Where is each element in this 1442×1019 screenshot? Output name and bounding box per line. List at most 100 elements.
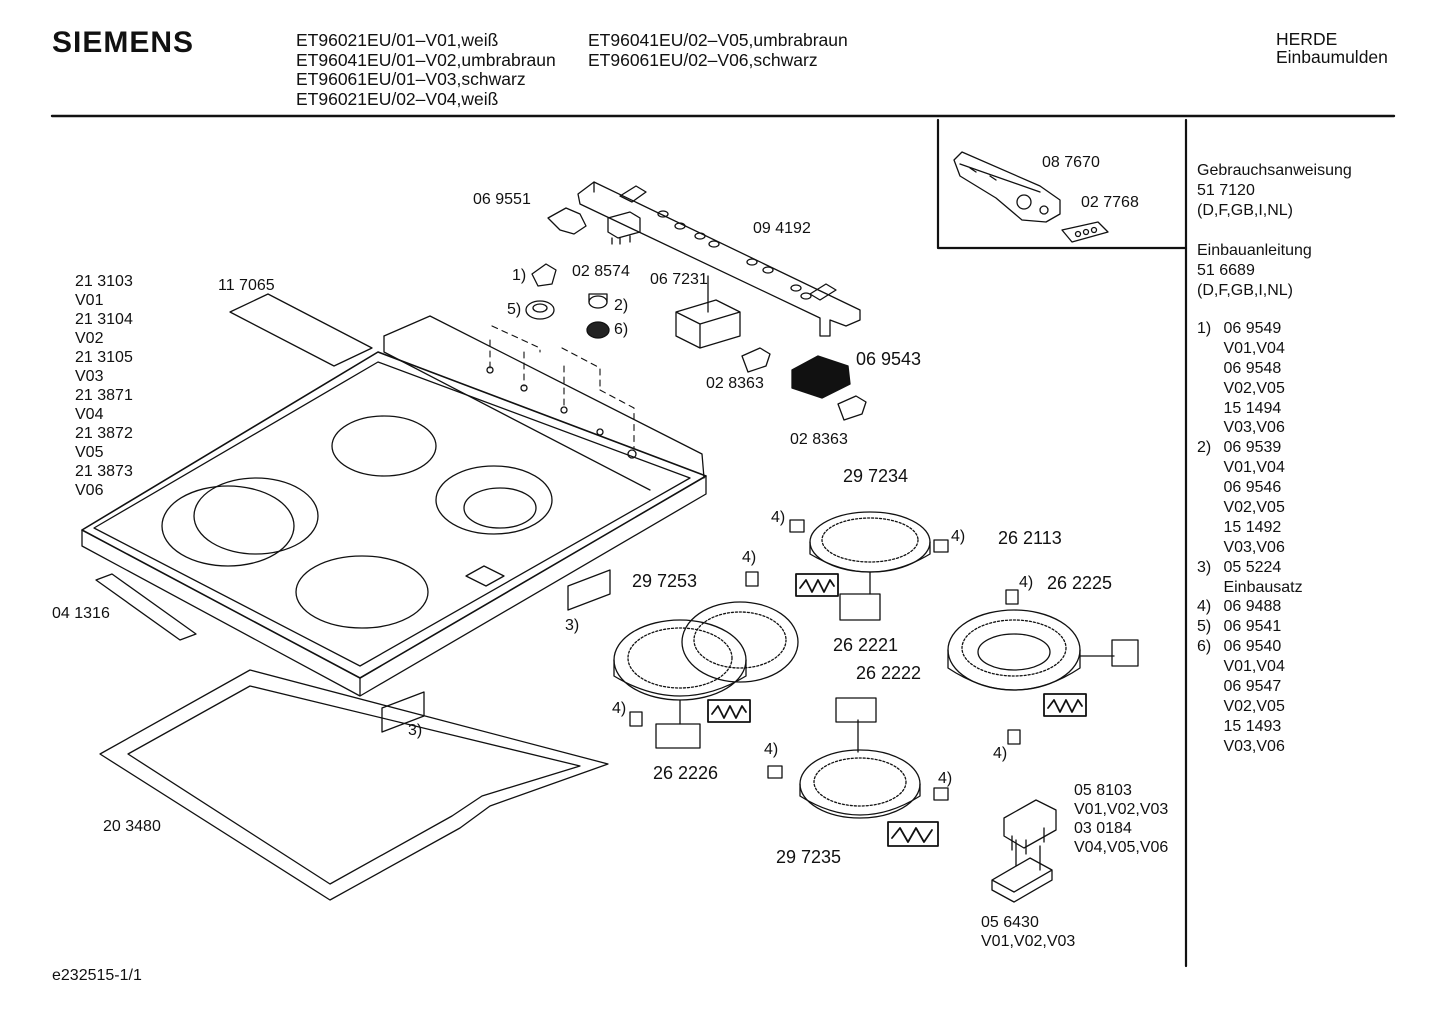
part-262221-drawing [839, 593, 881, 621]
footnote-row: 2) 06 9539 [1197, 438, 1303, 458]
heater-297235-drawing [799, 719, 921, 819]
part-label-203480: 20 3480 [103, 818, 161, 835]
part-label-262221: 26 2221 [833, 635, 899, 655]
part-label-297235: 29 7235 [776, 847, 842, 867]
part-067231-drawing [675, 275, 741, 349]
footnote-row: V02,V05 [1197, 697, 1303, 717]
footnote-value: V01,V04 [1223, 658, 1285, 676]
part-label-117065: 11 7065 [218, 277, 275, 294]
footnote-row: Einbausatz [1197, 578, 1303, 598]
part-262225-drawing [1111, 639, 1139, 667]
footnote-row: 15 1492 [1197, 518, 1303, 538]
part-028574-drawing [607, 211, 641, 245]
part-056430-no: 05 6430 [981, 914, 1039, 931]
part-label-297253: 29 7253 [632, 571, 698, 591]
footnote-row: V01,V04 [1197, 458, 1303, 478]
footnote-row: 6) 06 9540 [1197, 637, 1303, 657]
clip-4-symbols [629, 519, 1021, 801]
part-058103-variants: V01,V02,V03 [1074, 801, 1169, 818]
manual-languages: (D,F,GB,I,NL) [1197, 202, 1294, 219]
callout-4e: 4) [612, 700, 627, 717]
part-label-262113: 26 2113 [998, 528, 1062, 548]
callout-6: 6) [614, 321, 629, 338]
footnote-key: 5) [1197, 618, 1212, 636]
part-label-262225: 26 2225 [1047, 573, 1113, 593]
model-item: ET96021EU/01–V01,weiß [296, 30, 499, 50]
part-label-094192: 09 4192 [753, 220, 811, 237]
brand-logo: SIEMENS [52, 26, 195, 59]
footnote-row: 5) 06 9541 [1197, 617, 1303, 637]
callout-4h: 4) [938, 770, 953, 787]
footnote-value: 06 9547 [1223, 678, 1282, 696]
callout-4a: 4) [771, 509, 786, 526]
callout-4b: 4) [951, 528, 966, 545]
callout-4g: 4) [764, 741, 779, 758]
footnote-value: V02,V05 [1223, 499, 1285, 517]
footnote-value: Einbausatz [1223, 578, 1303, 596]
footnote-row: 1) 06 9549 [1197, 319, 1303, 339]
part-069543-drawing [791, 355, 851, 399]
variant-item: V03 [75, 368, 104, 385]
callout-3a: 3) [565, 617, 580, 634]
footnote-value: 06 9488 [1223, 598, 1282, 616]
footnote-row: 3) 05 5224 [1197, 558, 1303, 578]
footnote-value: 05 5224 [1223, 558, 1282, 576]
footnote-value: 06 9546 [1223, 479, 1282, 497]
cooktop-variant-list: 21 3103 V01 21 3104 V02 21 3105 V03 21 3… [75, 272, 133, 500]
part-label-058103: 05 8103 V01,V02,V03 03 0184 V04,V05,V06 [1074, 781, 1168, 857]
heater-262113-drawing [947, 609, 1115, 691]
part-058103-drawing [1003, 799, 1057, 855]
variant-item: 21 3872 [75, 425, 133, 442]
inset-box [936, 118, 1188, 250]
footnote-value: 06 9549 [1223, 320, 1282, 337]
footnote-value: 06 9548 [1223, 359, 1282, 377]
part-056430-variants: V01,V02,V03 [981, 933, 1076, 950]
knob-1-drawing [531, 263, 557, 287]
footnote-row: 15 1493 [1197, 717, 1303, 737]
footnote-row: 4) 06 9488 [1197, 597, 1303, 617]
variant-item: 21 3104 [75, 311, 133, 328]
part-262226-drawing [655, 723, 701, 749]
callout-3b: 3) [408, 722, 423, 739]
footnote-value: V03,V06 [1223, 737, 1285, 755]
part-094192-drawing [577, 181, 861, 337]
category-label: HERDE Einbaumulden [1276, 30, 1388, 66]
footnote-row: 15 1494 [1197, 399, 1303, 419]
footnote-row: V01,V04 [1197, 657, 1303, 677]
manual-info: Gebrauchsanweisung 51 7120 (D,F,GB,I,NL) [1197, 161, 1352, 221]
heater-297253-drawing [613, 601, 799, 725]
callout-5: 5) [507, 301, 522, 318]
category-main: HERDE [1276, 29, 1338, 49]
model-item: ET96041EU/01–V02,umbrabraun [296, 49, 556, 70]
part-label-297234: 29 7234 [843, 466, 909, 486]
model-list-1: ET96021EU/01–V01,weiß ET96041EU/01–V02,u… [296, 30, 556, 110]
part-056430-drawing [991, 839, 1053, 903]
variant-item: 21 3105 [75, 349, 133, 366]
install-info: Einbauanleitung 51 6689 (D,F,GB,I,NL) [1197, 241, 1312, 301]
footnote-value: 15 1494 [1223, 399, 1282, 417]
ceramic-hob-drawing [81, 315, 707, 697]
footnote-value: 06 9541 [1223, 618, 1282, 636]
part-027768-drawing [1061, 221, 1109, 243]
footnote-value: V02,V05 [1223, 697, 1285, 715]
callout-4c: 4) [742, 549, 757, 566]
footnote-row: V02,V05 [1197, 379, 1303, 399]
footnote-row: 06 9548 [1197, 359, 1303, 379]
part-203480-drawing [99, 669, 609, 901]
footnote-value: V03,V06 [1223, 538, 1285, 556]
part-030184-variants: V04,V05,V06 [1074, 839, 1169, 856]
footnote-row: V03,V06 [1197, 737, 1303, 757]
model-item: ET96021EU/02–V04,weiß [296, 89, 499, 110]
part-label-028363a: 02 8363 [706, 375, 764, 392]
install-number: 51 6689 [1197, 262, 1255, 279]
footnote-value: V01,V04 [1223, 339, 1285, 357]
model-list-2: ET96041EU/02–V05,umbrabraun ET96061EU/02… [588, 30, 848, 70]
model-item: ET96041EU/02–V05,umbrabraun [588, 30, 848, 50]
footnote-value: V03,V06 [1223, 419, 1285, 437]
variant-item: V06 [75, 482, 104, 499]
part-028363a-drawing [741, 347, 771, 373]
footnote-key: 1) [1197, 320, 1212, 337]
manual-title: Gebrauchsanweisung [1197, 162, 1352, 179]
knob-5-drawing [525, 300, 555, 320]
